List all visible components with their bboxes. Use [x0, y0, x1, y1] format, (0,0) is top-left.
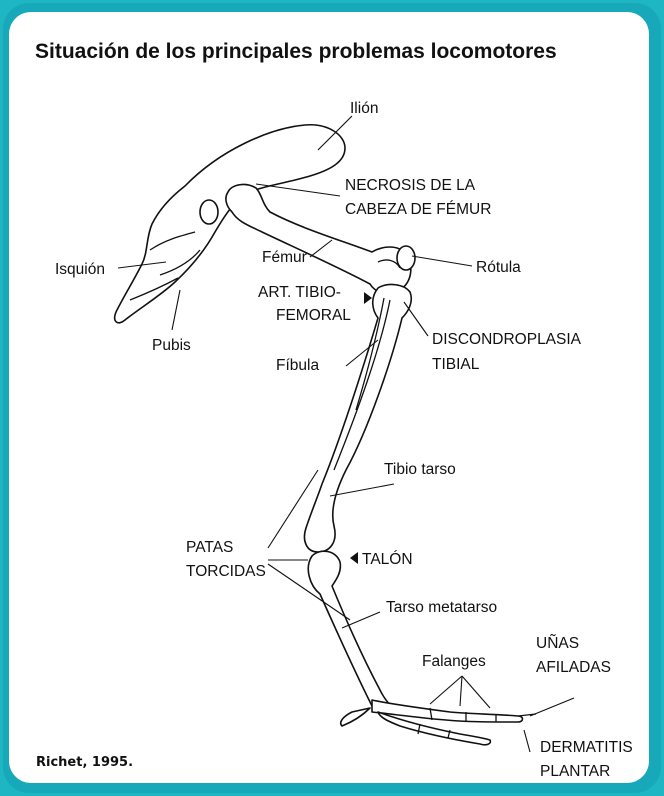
label-fibula: Fíbula [276, 357, 319, 374]
label-femur: Fémur [262, 249, 307, 266]
talon-pointer-icon [350, 552, 358, 564]
label-pubis: Pubis [152, 337, 191, 354]
label-tarsometatarso: Tarso metatarso [386, 599, 497, 616]
tibiotarsus-bone [305, 285, 412, 552]
toes-bones [341, 700, 536, 745]
label-tibiofemoral-line1: ART. TIBIO- [258, 284, 341, 301]
label-discondroplasia-line1: DISCONDROPLASIA [432, 331, 582, 348]
label-rotula: Rótula [476, 259, 521, 276]
label-necrosis-line2: CABEZA DE FÉMUR [345, 201, 491, 218]
label-necrosis-line1: NECROSIS DE LA [345, 177, 476, 194]
diagram-title: Situación de los principales problemas l… [35, 40, 557, 63]
label-talon: TALÓN [362, 551, 413, 568]
label-falanges: Falanges [422, 653, 486, 670]
label-ilion: Ilión [350, 100, 378, 117]
tarsometatarsus-bone [308, 551, 394, 711]
label-patas-line2: TORCIDAS [186, 563, 266, 580]
source-citation: Richet, 1995. [36, 755, 133, 770]
label-tibiofemoral-line2: FEMORAL [276, 307, 351, 324]
label-tibiotarso: Tibio tarso [384, 461, 456, 478]
label-discondroplasia-line2: TIBIAL [432, 356, 480, 373]
label-isquion: Isquión [55, 261, 105, 278]
label-dermatitis-line2: PLANTAR [540, 763, 610, 780]
label-unas-line2: AFILADAS [536, 659, 611, 676]
tibiofemoral-pointer-icon [364, 292, 372, 304]
label-dermatitis-line1: DERMATITIS [540, 739, 633, 756]
rotula-bone [397, 246, 415, 270]
label-unas-line1: UÑAS [536, 635, 579, 652]
label-patas-line1: PATAS [186, 539, 233, 556]
